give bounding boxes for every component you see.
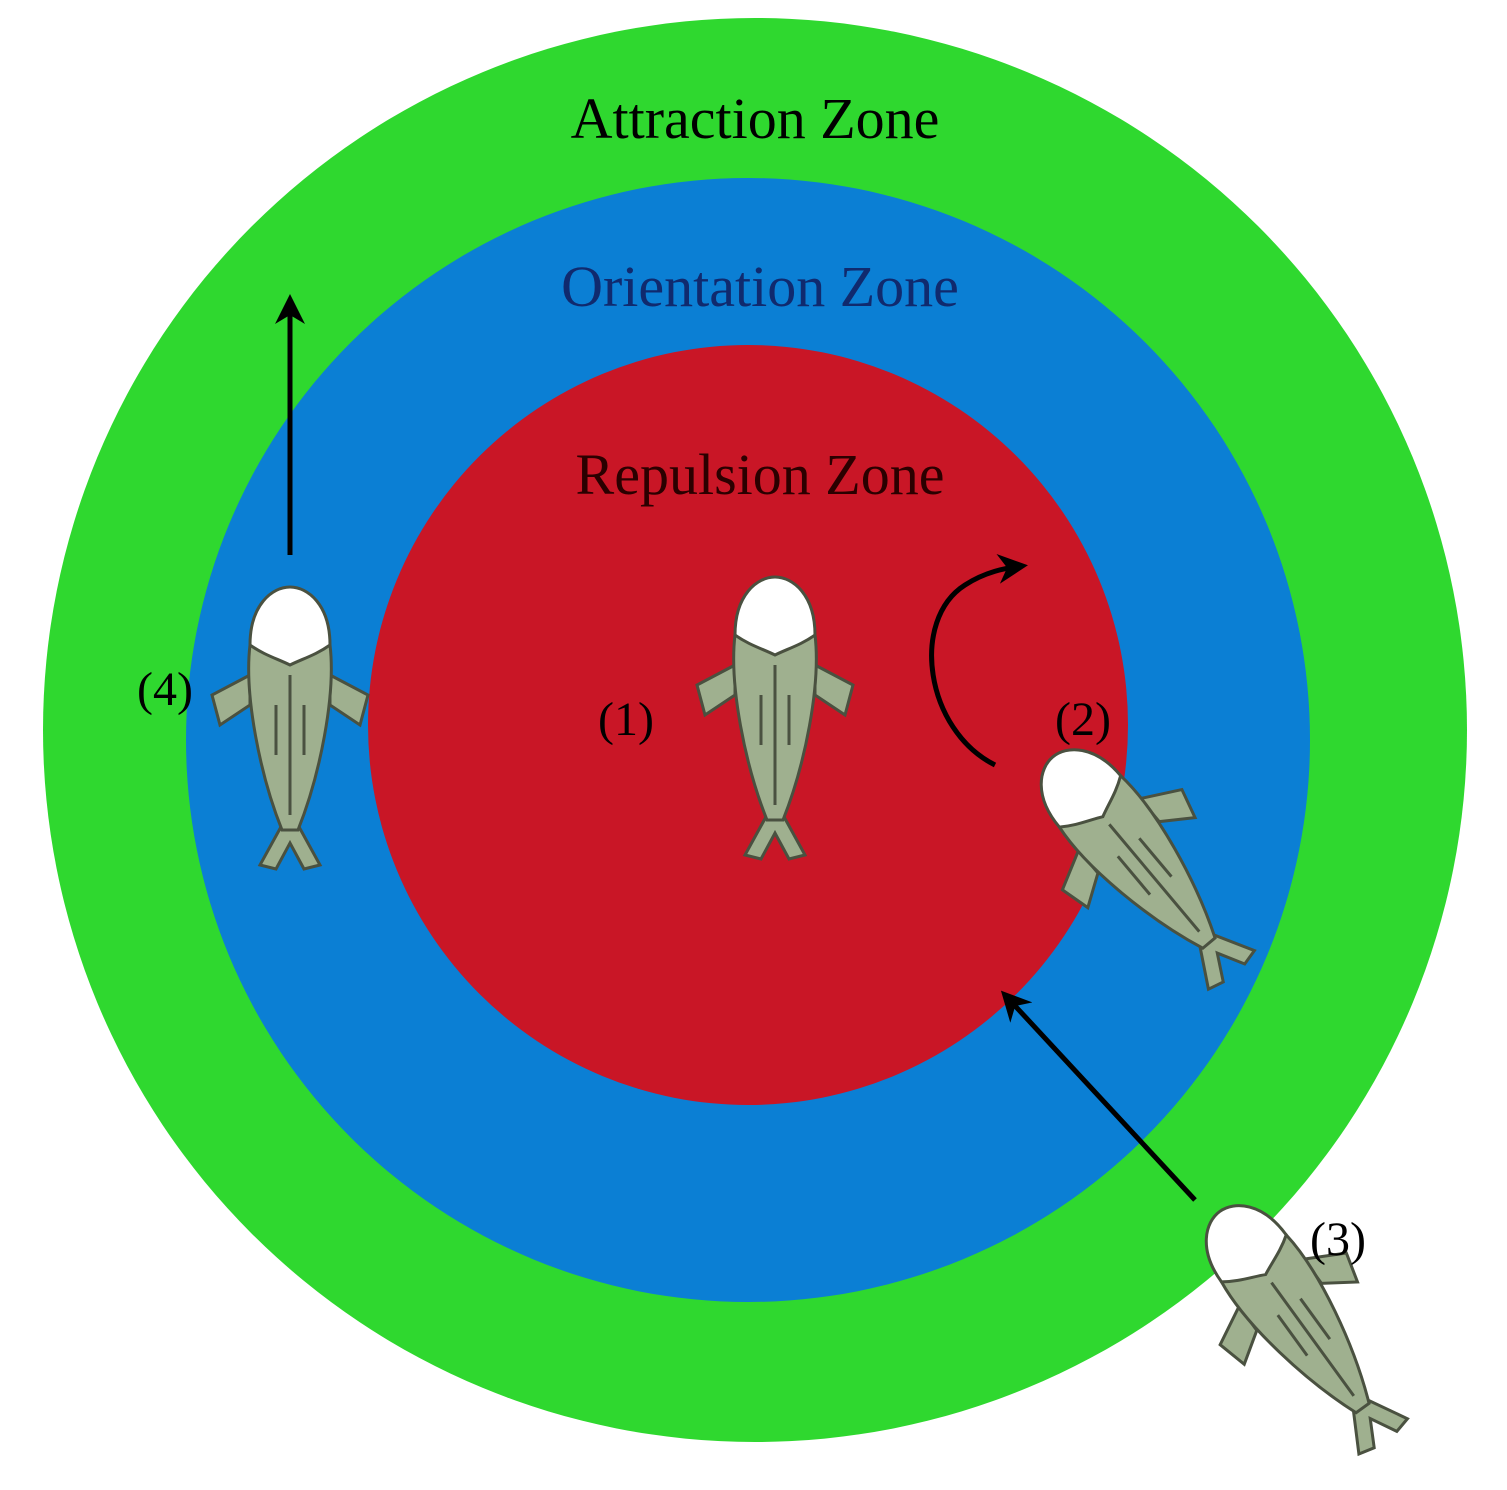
fish-3-label: (3) xyxy=(1310,1213,1366,1266)
attraction-zone-label: Attraction Zone xyxy=(571,86,940,151)
orientation-zone-label: Orientation Zone xyxy=(561,254,959,319)
fish-4-label: (4) xyxy=(137,663,193,716)
fish-1-label: (1) xyxy=(598,693,654,746)
fish-2-turn-arrow xyxy=(929,553,1028,768)
fish-3-heading-arrow xyxy=(1000,990,1197,1202)
fish-2-label: (2) xyxy=(1055,693,1111,746)
repulsion-zone-label: Repulsion Zone xyxy=(576,442,945,507)
